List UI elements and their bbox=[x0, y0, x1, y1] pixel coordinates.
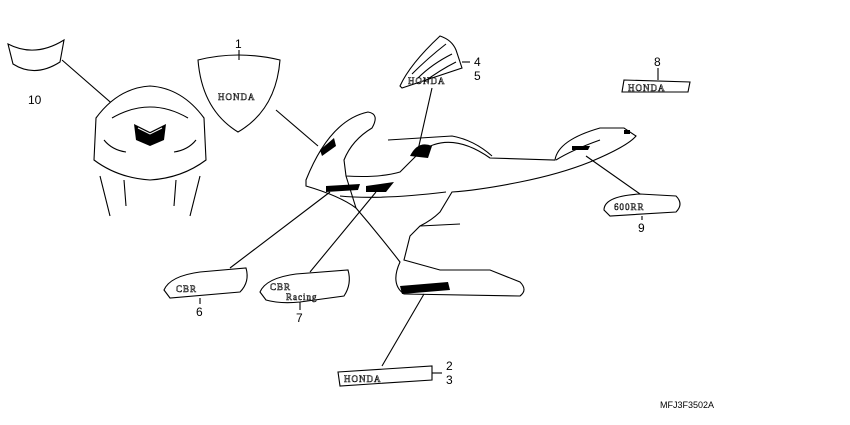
part-4-5-wing-logo[interactable]: HONDA bbox=[399, 35, 463, 89]
leader-4b bbox=[417, 87, 433, 151]
callout-5: 5 bbox=[474, 69, 481, 83]
callout-4: 4 bbox=[474, 55, 481, 69]
leader-7b bbox=[309, 191, 377, 273]
leader-9b bbox=[585, 155, 641, 195]
callout-10: 10 bbox=[28, 93, 42, 107]
part-9-model-badge[interactable]: 600RR bbox=[603, 193, 681, 217]
callout-8: 8 bbox=[654, 55, 661, 69]
part-6-logo-text: CBR bbox=[176, 284, 197, 294]
part-8-logo-text: HONDA bbox=[628, 83, 666, 93]
part-7-cbr-racing-badge[interactable]: CBR Racing bbox=[259, 269, 350, 304]
callout-6: 6 bbox=[196, 305, 203, 319]
diagram-code: MFJ3F3502A bbox=[660, 400, 714, 410]
leader-1b bbox=[275, 109, 319, 147]
part-1-logo-text: HONDA bbox=[218, 92, 256, 102]
callout-9: 9 bbox=[638, 221, 645, 235]
part-10-front-stripe[interactable] bbox=[7, 38, 65, 72]
part-7-logo-subtext: Racing bbox=[286, 292, 318, 302]
part-4-5-logo-text: HONDA bbox=[408, 76, 446, 86]
callout-3: 3 bbox=[446, 373, 453, 387]
part-1-emblem-shield[interactable]: HONDA bbox=[197, 54, 281, 133]
side-fairing-view bbox=[305, 111, 637, 297]
part-9-logo-text: 600RR bbox=[614, 202, 645, 212]
callout-1: 1 bbox=[235, 37, 242, 51]
leader-2b bbox=[381, 293, 425, 367]
callout-7: 7 bbox=[296, 311, 303, 325]
callout-2: 2 bbox=[446, 359, 453, 373]
part-6-cbr-badge[interactable]: CBR bbox=[163, 267, 248, 299]
part-2-3-honda-decal[interactable]: HONDA bbox=[337, 365, 433, 387]
leader-6b bbox=[229, 191, 331, 269]
part-7-logo-text: CBR bbox=[270, 282, 291, 292]
part-2-3-logo-text: HONDA bbox=[344, 374, 382, 384]
front-fairing-view bbox=[93, 85, 207, 217]
part-8-honda-badge[interactable]: HONDA bbox=[621, 79, 691, 93]
